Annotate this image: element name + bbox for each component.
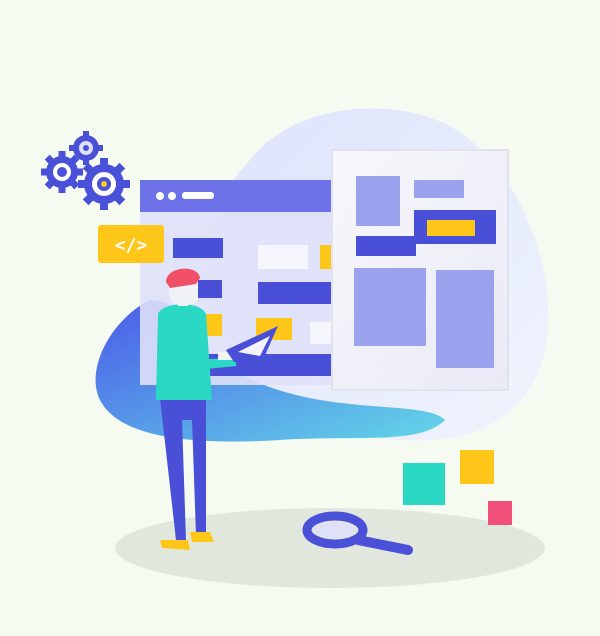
magnifier-icon [302,511,413,555]
content-block [173,238,223,258]
wireframe-panel [331,149,509,391]
person-figure [156,268,278,550]
panel-block [356,176,400,226]
content-block [258,245,308,269]
floating-square-pink [488,501,512,525]
code-badge-text: </> [115,235,148,256]
gear-icon [78,158,130,210]
floating-square-yellow [460,450,494,484]
code-icon: </> [98,225,164,263]
content-block [258,282,340,304]
browser-address-bar [182,192,214,199]
content-block [196,280,222,298]
panel-block [356,236,416,256]
panel-block [436,270,494,368]
panel-block [414,180,464,198]
gear-icon [41,151,83,193]
panel-block [354,268,426,346]
floating-square-teal [403,463,445,505]
browser-dot [168,192,176,200]
browser-dot [156,192,164,200]
panel-block [427,220,475,236]
gear-icon [69,131,103,165]
